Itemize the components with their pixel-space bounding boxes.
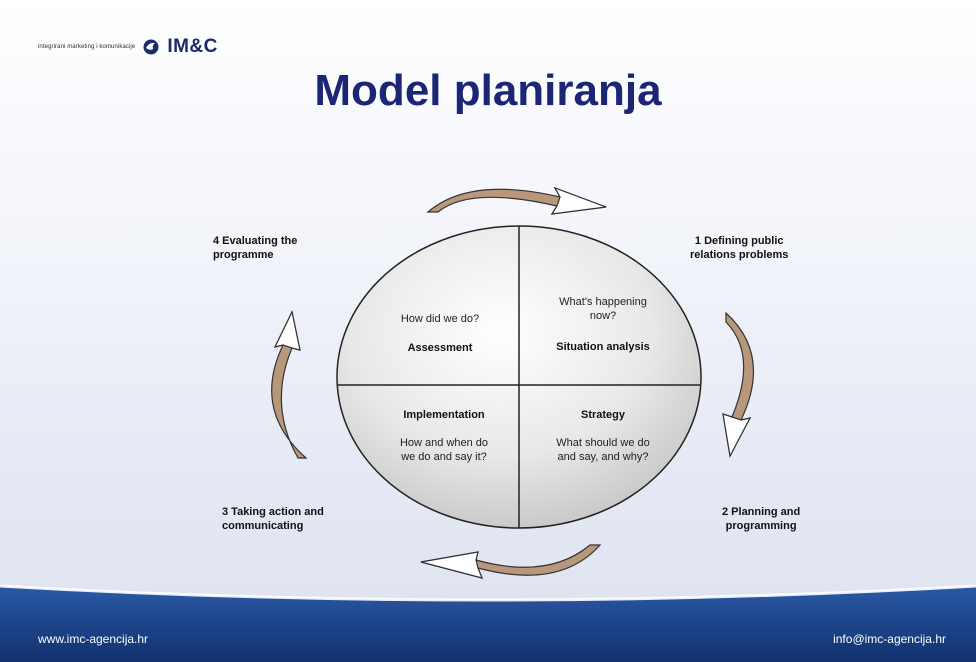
top-arrow xyxy=(426,186,607,215)
right-arrow xyxy=(722,311,755,458)
strategy-question: What should we do and say, and why? xyxy=(556,437,650,463)
implementation-question: How and when do we do and say it? xyxy=(399,437,489,463)
assessment-title: Assessment xyxy=(407,342,473,354)
slide-title: Model planiranja xyxy=(314,66,662,115)
footer-band xyxy=(0,586,976,662)
header-logo: integrirani marketing i komunikacije IM&… xyxy=(38,36,218,58)
implementation-title: Implementation xyxy=(403,409,485,421)
left-arrow xyxy=(271,310,308,459)
situation-question: What's happening now? xyxy=(559,296,647,322)
website-link[interactable]: www.imc-agencija.hr xyxy=(38,632,149,646)
email-link[interactable]: info@imc-agencija.hr xyxy=(833,632,946,646)
situation-title: Situation analysis xyxy=(556,341,650,353)
bottom-arrow xyxy=(420,544,602,579)
assessment-question: How did we do? xyxy=(400,313,480,325)
strategy-title: Strategy xyxy=(580,409,626,421)
footer-band-highlight xyxy=(0,584,976,602)
step-1-label: 1 Defining public relations problems xyxy=(690,235,789,261)
tagline: integrirani marketing i komunikacije xyxy=(38,44,136,50)
brand-name: IM&C xyxy=(167,36,218,57)
globe-icon xyxy=(143,39,159,55)
step-4-label: 4 Evaluating the programme xyxy=(213,235,298,261)
step-2-label: 2 Planning and programming xyxy=(722,506,801,532)
watermark: Political influence xyxy=(786,38,948,59)
step-3-label: 3 Taking action and communicating xyxy=(222,506,324,532)
